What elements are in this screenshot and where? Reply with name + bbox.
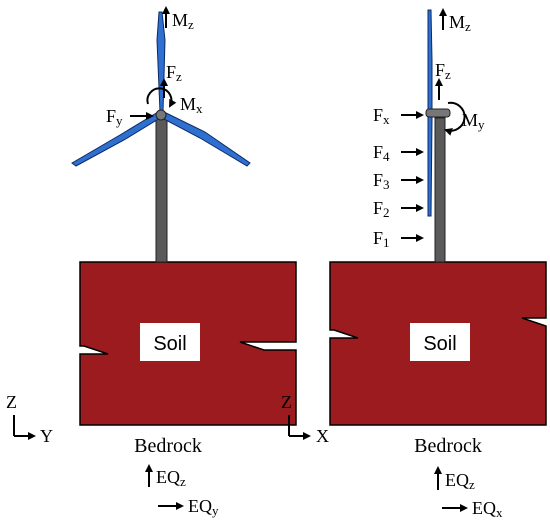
- right-axis-z: Z: [281, 392, 292, 412]
- left-blade-right: [161, 111, 251, 167]
- right-mz-label: Mz: [449, 12, 471, 34]
- right-my-arrow: [444, 101, 466, 136]
- right-bedrock-label: Bedrock: [414, 435, 482, 457]
- right-f2-label: F2: [373, 198, 390, 220]
- right-tower: [434, 117, 446, 263]
- right-my-label: My: [462, 110, 485, 132]
- left-tower: [155, 117, 168, 263]
- left-eqz-label: EQz: [156, 467, 186, 489]
- left-axis-z: Z: [6, 392, 17, 412]
- right-fz-label: Fz: [435, 60, 451, 82]
- left-fz-label: Fz: [166, 62, 182, 84]
- right-fx-label: Fx: [373, 105, 390, 127]
- right-axes: Z X: [281, 392, 329, 446]
- left-view: Soil Mz Fz Mx Fy Z Y Bedrock EQz EQy: [6, 6, 297, 518]
- left-soil-label-box: [140, 323, 200, 361]
- left-bedrock-label: Bedrock: [134, 435, 202, 457]
- right-view: Soil Mz Fz My Fx F4 F3 F2 F1: [281, 8, 547, 520]
- left-soil-label: Soil: [153, 333, 186, 355]
- left-mz-label: Mz: [172, 10, 194, 32]
- left-axis-y: Y: [40, 426, 53, 446]
- right-soil-label: Soil: [423, 333, 456, 355]
- left-mx-arrow: [146, 87, 177, 108]
- right-f3-label: F3: [373, 170, 390, 192]
- left-axes: Z Y: [6, 392, 53, 446]
- right-axis-x: X: [316, 426, 329, 446]
- right-lateral-forces: Fx F4 F3 F2 F1: [373, 105, 424, 250]
- left-fy-label: Fy: [106, 106, 123, 128]
- right-soil-label-box: [410, 323, 470, 361]
- right-f1-label: F1: [373, 228, 390, 250]
- right-eqz-label: EQz: [445, 470, 475, 492]
- right-nacelle: [425, 108, 451, 118]
- left-mx-label: Mx: [180, 94, 203, 116]
- left-hub: [155, 109, 167, 121]
- right-eqx-label: EQx: [472, 498, 503, 520]
- right-f4-label: F4: [373, 142, 390, 164]
- left-eqy-label: EQy: [188, 496, 219, 518]
